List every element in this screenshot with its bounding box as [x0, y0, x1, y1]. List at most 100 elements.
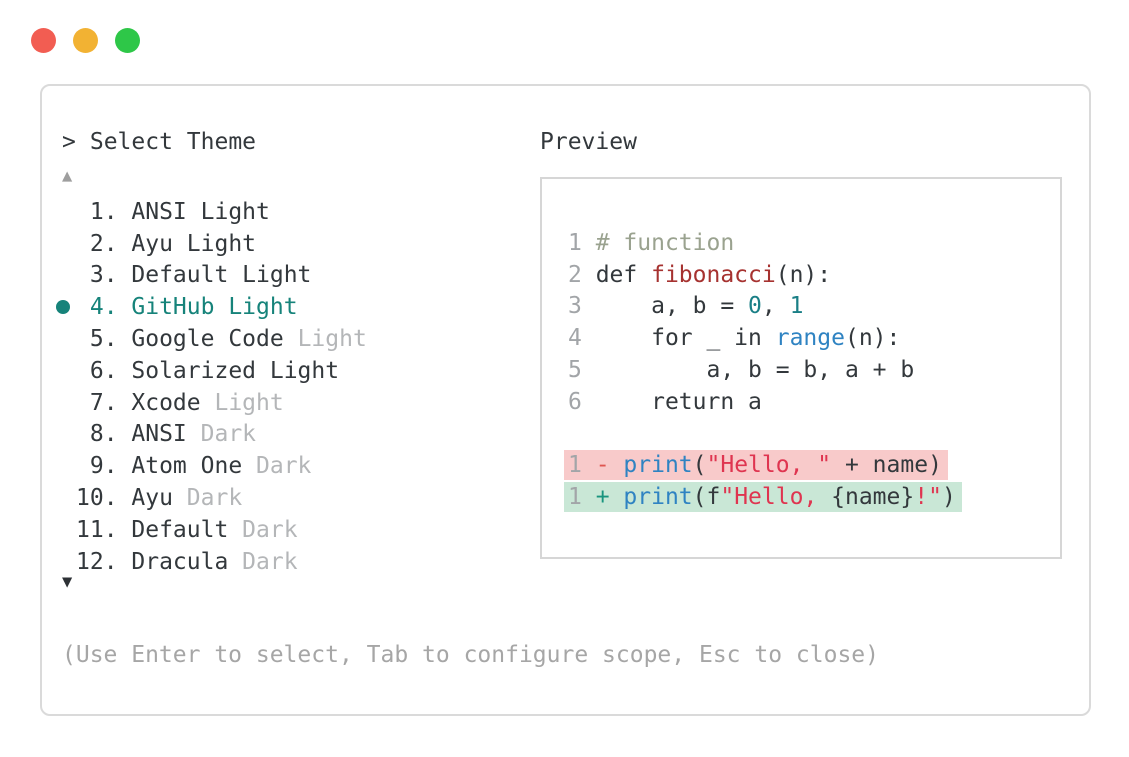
theme-list: 1. ANSI Light 2. Ayu Light 3. Default Li… — [56, 196, 367, 578]
theme-item-number: 1. — [76, 198, 132, 225]
code-line: 6 return a — [568, 386, 1060, 418]
theme-item-variant: Dark — [228, 548, 298, 575]
scroll-down-indicator[interactable]: ▼ — [62, 572, 73, 592]
diff-line-removed: 1 - print("Hello, " + name) — [564, 450, 1060, 482]
theme-item-number: 8. — [76, 421, 132, 448]
code-line: 3 a, b = 0, 1 — [568, 291, 1060, 323]
theme-item-ansi[interactable]: 8. ANSI Dark — [56, 419, 367, 451]
theme-item-name: ANSI — [131, 421, 187, 448]
theme-item-number: 3. — [76, 262, 132, 289]
line-number: 3 — [568, 293, 596, 320]
theme-item-name: Solarized Light — [131, 357, 340, 384]
theme-item-number: 4. — [76, 294, 132, 321]
close-button[interactable] — [31, 28, 56, 53]
theme-item-number: 11. — [76, 516, 132, 543]
theme-item-xcode[interactable]: 7. Xcode Light — [56, 387, 367, 419]
code-token: {name} — [831, 484, 915, 511]
code-line: 4 for _ in range(n): — [568, 322, 1060, 354]
window-controls — [31, 28, 140, 53]
theme-item-atom-one[interactable]: 9. Atom One Dark — [56, 450, 367, 482]
code-token: (n): — [775, 261, 832, 288]
minimize-button[interactable] — [73, 28, 98, 53]
line-number: 1 — [568, 452, 596, 479]
theme-item-number: 2. — [76, 230, 132, 257]
theme-item-default[interactable]: 11. Default Dark — [56, 514, 367, 546]
code-token: "Hello, — [720, 484, 832, 511]
theme-item-name: ANSI Light — [131, 198, 270, 225]
diff-plus-sign: + — [595, 484, 624, 511]
code-line: 5 a, b = b, a + b — [568, 354, 1060, 386]
theme-item-name: Google Code — [131, 326, 284, 353]
theme-item-number: 7. — [76, 389, 132, 416]
theme-item-ayu-light[interactable]: 2. Ayu Light — [56, 228, 367, 260]
line-number: 1 — [568, 484, 596, 511]
code-token: for _ in — [595, 325, 776, 352]
code-token: range — [775, 325, 845, 352]
select-theme-prompt: >Select Theme — [62, 126, 256, 158]
theme-item-google-code[interactable]: 5. Google Code Light — [56, 323, 367, 355]
theme-item-number: 12. — [76, 548, 132, 575]
theme-item-name: Default — [131, 516, 229, 543]
diff-minus-sign: - — [595, 452, 624, 479]
theme-item-name: Dracula — [131, 548, 229, 575]
code-token: return a — [595, 388, 762, 415]
code-token: fibonacci — [651, 261, 776, 288]
zoom-button[interactable] — [115, 28, 140, 53]
picker-title: Select Theme — [89, 129, 257, 155]
theme-item-variant: Dark — [228, 516, 298, 543]
diff-highlight: 1 - print("Hello, " + name) — [564, 450, 948, 481]
code-token: (n): — [844, 325, 901, 352]
blank-line — [568, 418, 1060, 450]
theme-item-name: GitHub Light — [131, 294, 298, 321]
code-line: 2 def fibonacci(n): — [568, 259, 1060, 291]
theme-item-dracula[interactable]: 12. Dracula Dark — [56, 546, 367, 578]
code-token: ( — [692, 452, 707, 479]
line-number: 1 — [568, 229, 596, 256]
line-number: 2 — [568, 261, 596, 288]
code-token: 0 — [748, 293, 762, 320]
diff-line-added: 1 + print(f"Hello, {name}!") — [564, 481, 1060, 513]
theme-picker-window: >Select Theme ▲ 1. ANSI Light 2. Ayu Lig… — [40, 84, 1091, 716]
theme-item-variant: Dark — [186, 421, 257, 448]
theme-item-name: Ayu Light — [131, 230, 257, 257]
code-token: ) — [941, 484, 956, 511]
theme-item-variant: Light — [283, 326, 367, 353]
theme-item-ansi-light[interactable]: 1. ANSI Light — [56, 196, 367, 228]
preview-label: Preview — [540, 129, 637, 155]
theme-item-ayu[interactable]: 10. Ayu Dark — [56, 482, 367, 514]
theme-item-variant: Light — [200, 389, 284, 416]
code-token: 1 — [789, 293, 804, 320]
theme-item-name: Atom One — [131, 453, 243, 480]
theme-item-number: 10. — [76, 485, 132, 512]
code-token: # function — [595, 229, 735, 256]
code-token: a, b = b, a + b — [595, 357, 915, 384]
theme-item-variant: Dark — [172, 485, 243, 512]
scroll-up-indicator[interactable]: ▲ — [62, 166, 73, 186]
theme-item-default-light[interactable]: 3. Default Light — [56, 260, 367, 292]
theme-item-github-light[interactable]: 4. GitHub Light — [56, 291, 367, 323]
theme-item-number: 5. — [76, 326, 132, 353]
code-token: "Hello, " — [706, 452, 832, 479]
code-token: + name) — [831, 452, 942, 479]
theme-item-variant: Dark — [242, 453, 312, 480]
code-token: !" — [914, 484, 942, 511]
line-number: 6 — [568, 388, 596, 415]
code-line: 1 # function — [568, 227, 1060, 259]
selected-bullet-icon — [56, 300, 76, 315]
code-token: print — [623, 452, 693, 479]
help-text: (Use Enter to select, Tab to configure s… — [62, 642, 879, 668]
code-token: print — [623, 484, 693, 511]
theme-item-name: Ayu — [131, 485, 173, 512]
theme-item-name: Xcode — [131, 389, 201, 416]
code-token: def — [595, 261, 652, 288]
line-number: 5 — [568, 357, 596, 384]
code-token: , — [761, 293, 790, 320]
line-number: 4 — [568, 325, 596, 352]
code-token: (f — [692, 484, 721, 511]
theme-item-name: Default Light — [131, 262, 312, 289]
diff-highlight: 1 + print(f"Hello, {name}!") — [564, 482, 962, 513]
theme-item-solarized-light[interactable]: 6. Solarized Light — [56, 355, 367, 387]
